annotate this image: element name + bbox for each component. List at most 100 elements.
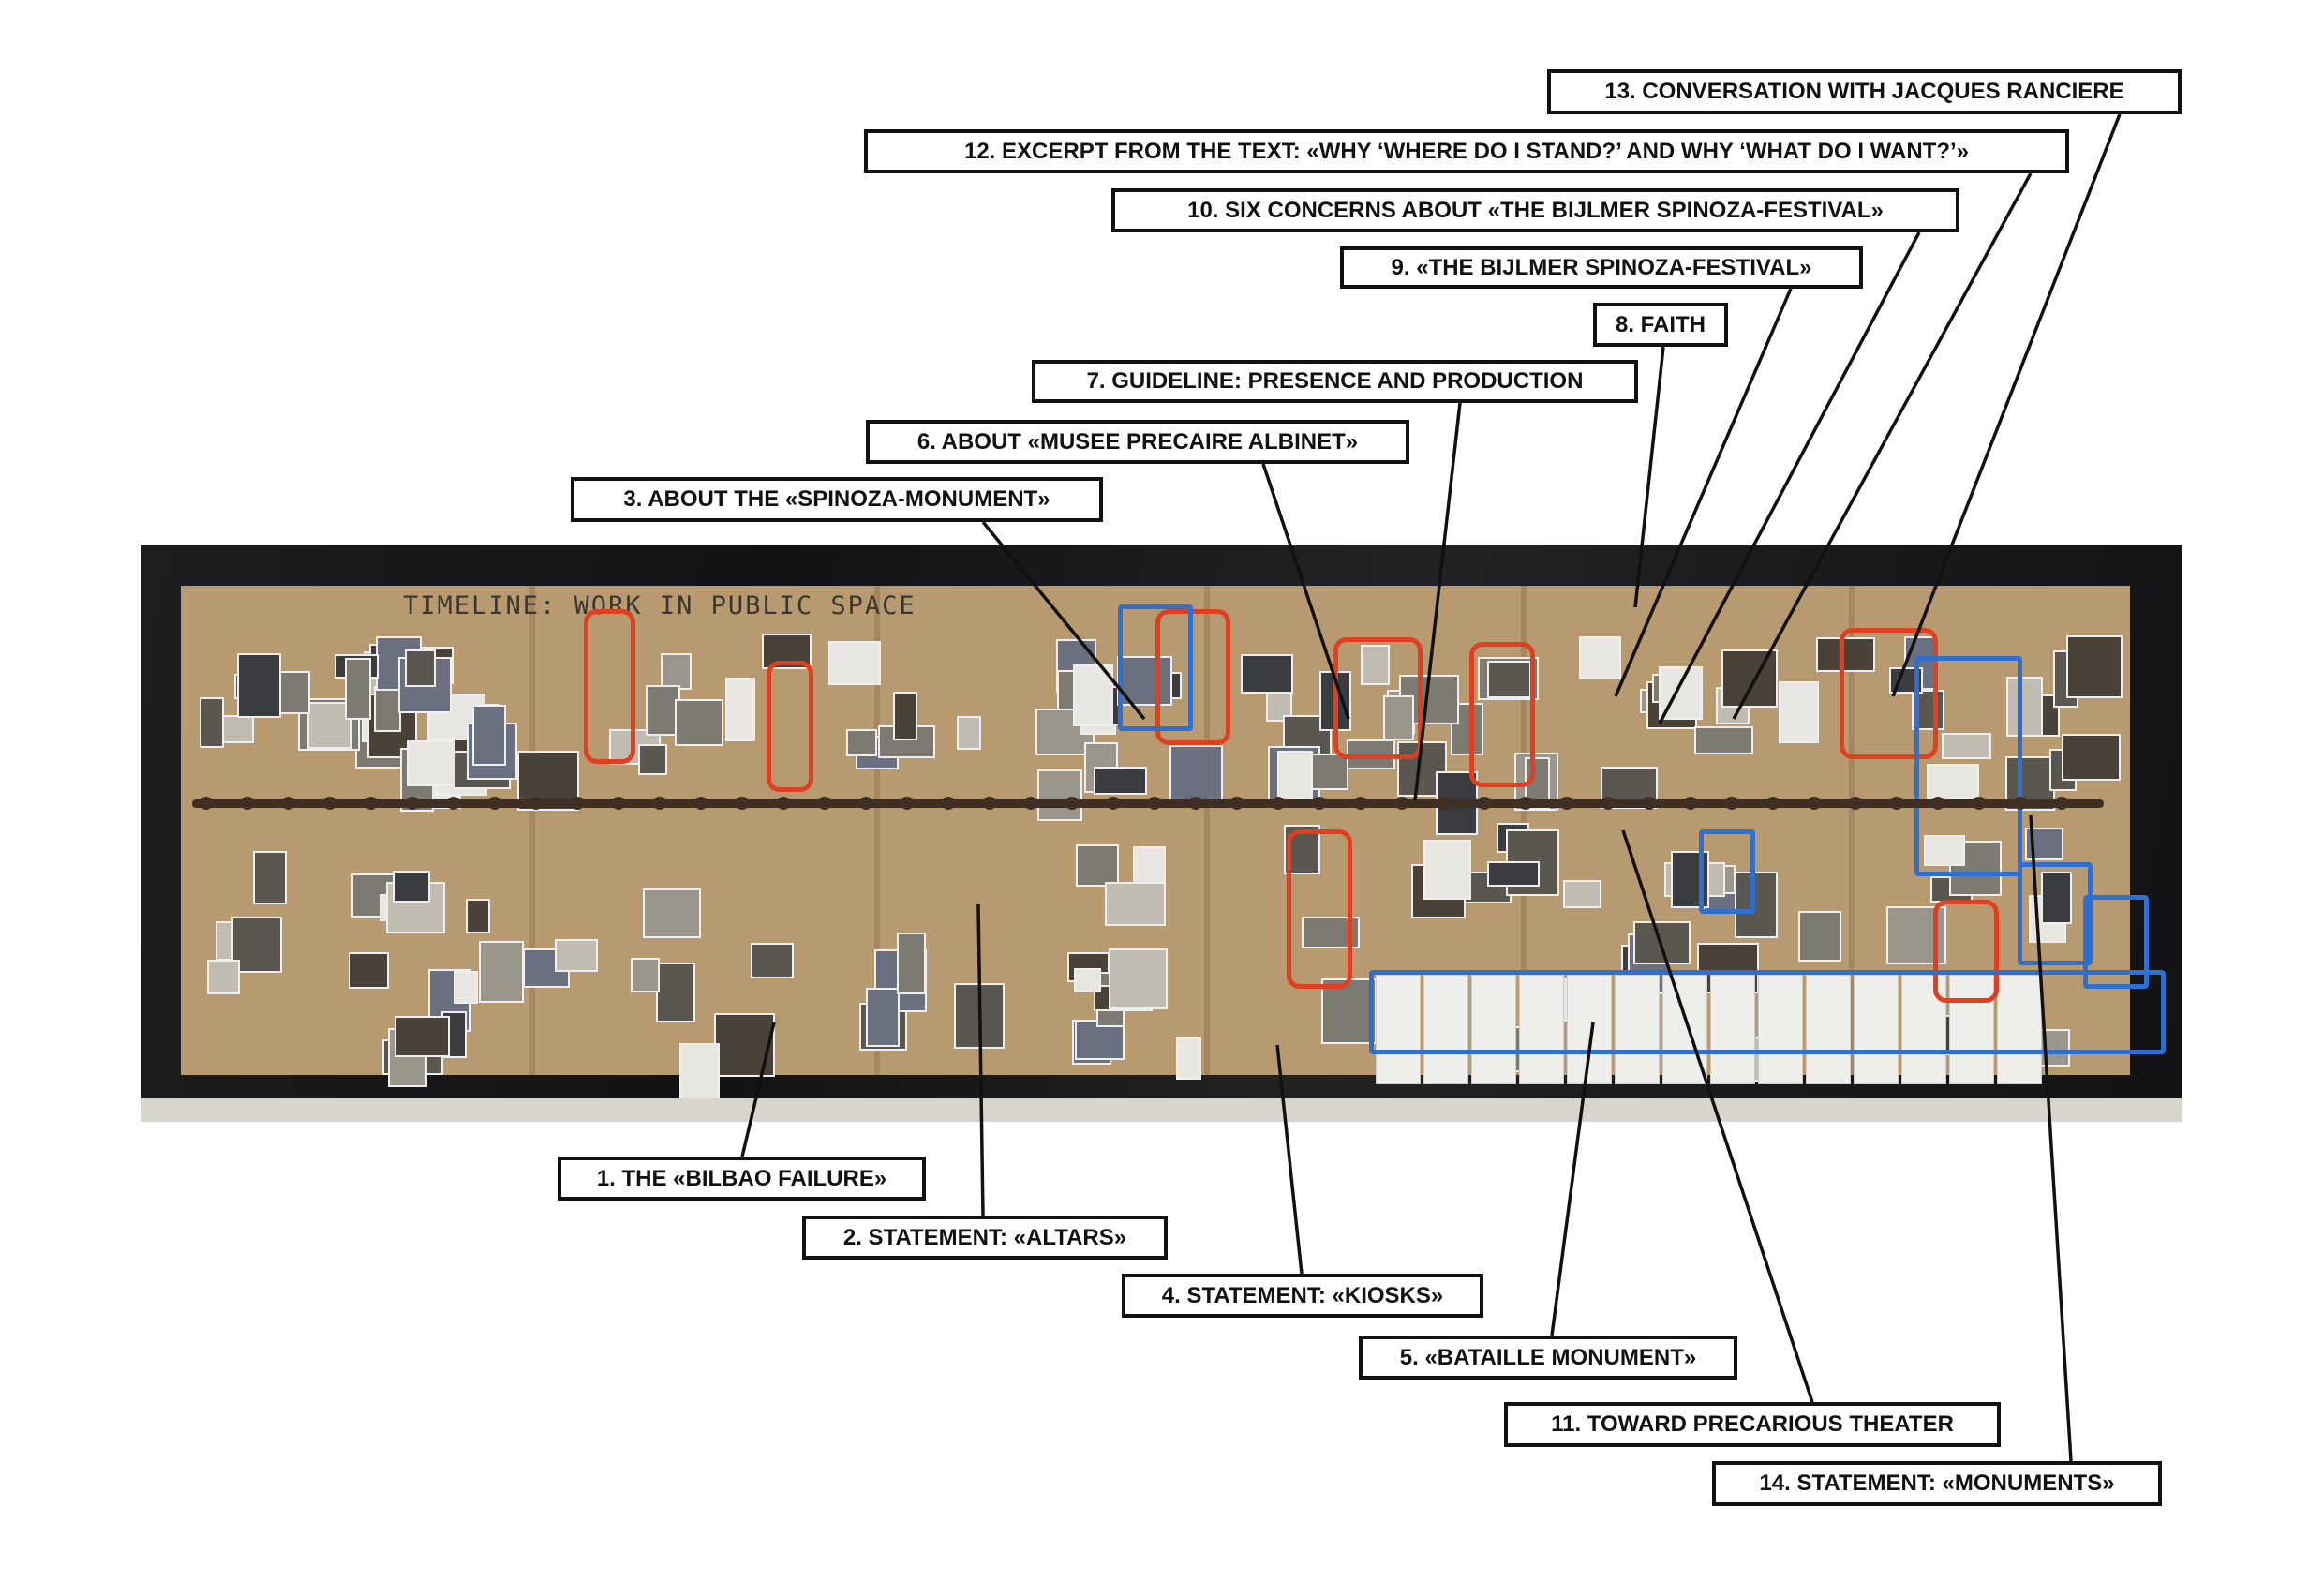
leader-line [1732, 172, 2033, 720]
label-8-faith: 8. FAITH [1593, 303, 1728, 347]
red-outline-group [1155, 609, 1230, 745]
wall-photo [471, 704, 507, 767]
label-7-guideline: 7. GUIDELINE: PRESENCE AND PRODUCTION [1032, 360, 1638, 403]
wall-photo [454, 970, 479, 1004]
floor [141, 1098, 2182, 1122]
text-sheet [1854, 975, 1899, 1084]
wall-photo [465, 898, 491, 934]
wall-photo [2041, 871, 2073, 925]
wall-photo [896, 933, 926, 995]
wall-photo [1347, 739, 1396, 769]
label-12-excerpt: 12. EXCERPT FROM THE TEXT: «WHY ‘WHERE D… [864, 129, 2069, 173]
text-sheet [1949, 975, 1994, 1084]
leader-line [2029, 814, 2073, 1462]
label-10-six-concerns: 10. SIX CONCERNS ABOUT «THE BIJLMER SPIN… [1111, 188, 1959, 232]
label-6-musee-precaire: 6. ABOUT «MUSEE PRECAIRE ALBINET» [866, 420, 1409, 464]
wall-photo [206, 960, 241, 995]
wall-photo [1094, 766, 1147, 795]
wall-photo [1074, 968, 1102, 993]
wall-photo [1487, 661, 1532, 699]
wall-photo [1276, 750, 1313, 805]
wall-photo [344, 658, 371, 721]
wall-photo [646, 684, 680, 736]
wall-photo [406, 740, 456, 786]
blue-tape-group [1118, 604, 1193, 731]
wall-photo [252, 851, 287, 905]
wall-photo [1383, 694, 1415, 740]
text-sheet [1519, 975, 1564, 1084]
wall-photo [1734, 872, 1779, 938]
blue-tape-group [2018, 862, 2093, 965]
timeline-axis [192, 799, 2104, 808]
label-14-monuments: 14. STATEMENT: «MONUMENTS» [1712, 1461, 2162, 1506]
panel-seam [874, 586, 880, 1075]
wall-photo [2065, 634, 2123, 698]
leader-line [1550, 1022, 1595, 1336]
label-2-altars: 2. STATEMENT: «ALTARS» [802, 1216, 1168, 1260]
leader-line [1614, 288, 1793, 697]
wall-photo [392, 870, 430, 903]
label-3-spinoza-monument: 3. ABOUT THE «SPINOZA-MONUMENT» [571, 477, 1103, 522]
wall-photo [1036, 769, 1082, 822]
wall-photo [1176, 1037, 1201, 1080]
red-outline-group [1840, 628, 1938, 759]
wall-photo [1487, 861, 1541, 888]
leader-line [1633, 346, 1665, 608]
text-sheet [1997, 975, 2042, 1084]
wall-photo [637, 743, 667, 775]
wall-photo [1694, 725, 1753, 754]
wall-photo [1815, 636, 1876, 672]
wall-photo [2062, 734, 2121, 782]
red-outline-group [1333, 637, 1423, 759]
leader-line [740, 1022, 776, 1157]
wall-photo [1075, 843, 1119, 887]
leader-line [976, 903, 985, 1216]
leader-line [1621, 829, 1814, 1403]
leader-line [1658, 231, 1921, 724]
wall-photo [1633, 920, 1691, 964]
panel-seam [1849, 586, 1855, 1075]
wall-photo [1578, 636, 1622, 680]
blue-tape-group [1369, 970, 2166, 1054]
label-4-kiosks: 4. STATEMENT: «KIOSKS» [1122, 1274, 1483, 1318]
text-sheet [1710, 975, 1755, 1084]
wall-photo [846, 729, 878, 757]
label-11-precarious-theater: 11. TOWARD PRECARIOUS THEATER [1504, 1402, 2001, 1447]
wall-photo [2036, 1029, 2071, 1067]
wall-photo [1563, 880, 1601, 908]
wall-photo [661, 653, 693, 690]
text-sheet [1615, 975, 1660, 1084]
wall-photo [236, 652, 281, 719]
blue-tape-group [1699, 829, 1755, 914]
wall-photo [1169, 745, 1223, 804]
wall-photo [307, 702, 352, 750]
cardboard-board: TIMELINE: WORK IN PUBLIC SPACE [181, 586, 2166, 1108]
wall-photo [751, 942, 794, 979]
text-sheet [1806, 975, 1851, 1084]
wall-photo [865, 988, 900, 1047]
wall-photo [1116, 656, 1172, 707]
blue-tape-group [2083, 895, 2149, 989]
text-sheet [1567, 975, 1612, 1084]
handwritten-title: TIMELINE: WORK IN PUBLIC SPACE [403, 591, 916, 620]
wall-photo [478, 940, 524, 1003]
label-1-bilbao-failure: 1. THE «BILBAO FAILURE» [558, 1157, 926, 1201]
label-13-ranciere: 13. CONVERSATION WITH JACQUES RANCIERE [1547, 69, 2182, 114]
label-9-bijlmer-festival: 9. «THE BIJLMER SPINOZA-FESTIVAL» [1340, 246, 1863, 289]
wall-photo [892, 691, 918, 740]
timeline-wall-photo: TIMELINE: WORK IN PUBLIC SPACE [141, 545, 2182, 1122]
leader-line [981, 520, 1146, 721]
wall-photo [1941, 732, 1991, 760]
wall-photo [200, 696, 225, 748]
wall-photo [1779, 680, 1820, 743]
wall-photo [1450, 702, 1483, 756]
leader-line [1261, 463, 1350, 720]
text-sheet [1376, 975, 1421, 1084]
text-sheet [1423, 975, 1468, 1084]
text-sheet [1471, 975, 1516, 1084]
wall-photo [1658, 666, 1704, 720]
wall-photo [404, 649, 437, 687]
blue-tape-group [1914, 656, 2022, 876]
